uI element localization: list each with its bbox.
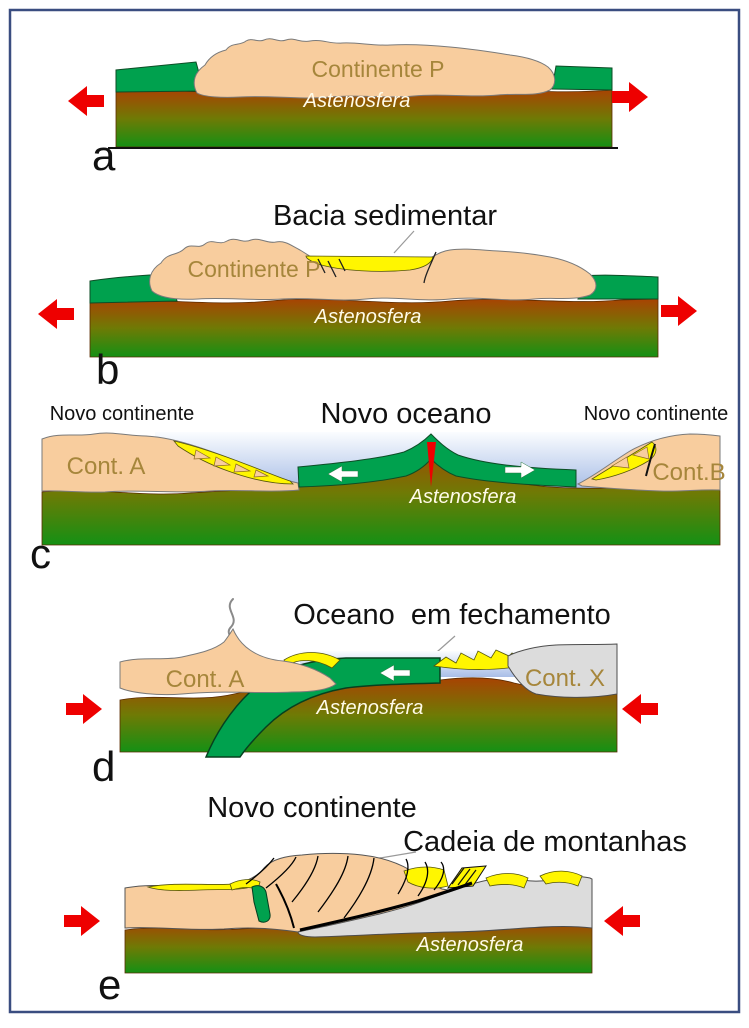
convergence-arrow-right-icon — [604, 906, 640, 936]
panel-c-asthenosphere-label: Astenosfera — [409, 486, 517, 508]
panel-a-letter: a — [92, 132, 116, 179]
panel-d-continent-x-region — [507, 643, 618, 698]
convergence-arrow-right-icon — [622, 694, 658, 724]
convergence-arrow-left-icon — [66, 694, 102, 724]
panel-c-title: Novo oceano — [321, 398, 492, 430]
panel-c-oceanic-crust-ridge — [297, 433, 577, 488]
panel-e-asthenosphere-label: Astenosfera — [416, 934, 524, 956]
panel-e-sediment-slope — [403, 866, 449, 889]
panel-c-caption-left: Novo continente — [50, 403, 195, 425]
panel-e-main-thrust-line — [299, 881, 473, 932]
panel-d-letter: d — [92, 743, 115, 790]
panel-c-continent-a-label: Cont. A — [67, 453, 146, 480]
panel-d-continent-a-label: Cont. A — [166, 666, 245, 693]
panel-b-sedimentary-basin — [305, 255, 434, 272]
panel-e-sediment-gray-2 — [539, 870, 583, 887]
panel-b: Bacia sedimentar Continente P Astenosfer… — [38, 200, 697, 393]
panel-a-continent-label: Continente P — [312, 56, 445, 82]
divergence-arrow-right-icon — [612, 82, 648, 112]
panel-c: Novo continente Novo oceano Novo contine… — [30, 398, 728, 577]
panel-e-fold-lines — [245, 855, 445, 919]
panel-b-asthenosphere-region — [89, 298, 659, 358]
panel-a-continent-region — [193, 38, 556, 99]
panel-d-asthenosphere-label: Astenosfera — [316, 697, 424, 719]
panel-e: Novo continente Cadeia de montanhas Aste… — [64, 792, 687, 1008]
panel-b-asthenosphere-label: Astenosfera — [314, 306, 422, 328]
panel-b-fault-lines — [317, 251, 437, 284]
panel-b-title: Bacia sedimentar — [273, 200, 497, 232]
panel-a-oceanic-crust-left — [115, 61, 205, 93]
panel-c-fault-line — [645, 443, 656, 477]
panel-c-letter: c — [30, 530, 51, 577]
panel-b-continent-label: Continente P — [188, 256, 321, 282]
panel-d-continent-x-label: Cont. X — [525, 665, 605, 692]
panel-a-oceanic-crust-right — [551, 65, 613, 91]
panel-e-ophiolite-sliver — [251, 885, 271, 923]
panel-d-continent-a-region — [119, 627, 337, 696]
convergence-arrow-left-icon — [64, 906, 100, 936]
divergence-arrow-left-icon — [68, 86, 104, 116]
figure-frame — [8, 8, 741, 1014]
panel-b-letter: b — [96, 346, 119, 393]
panel-d-title: Oceano em fechamento — [293, 599, 611, 631]
divergence-arrow-left-icon — [38, 299, 74, 329]
panel-e-backthrust-line — [275, 883, 295, 929]
divergence-arrow-right-icon — [661, 296, 697, 326]
panel-c-sediment-sawtooth-right — [610, 446, 650, 469]
panel-e-letter: e — [98, 961, 121, 1008]
panel-e-sediment-gray-1 — [485, 873, 529, 889]
panel-b-pointer-line — [393, 230, 415, 254]
panel-d-trench-sediment — [283, 652, 341, 669]
panel-c-ridge-dike — [427, 442, 436, 487]
panel-c-caption-right: Novo continente — [584, 403, 729, 425]
panel-c-continent-b-label: Cont.B — [652, 459, 725, 486]
panel-e-sediment-left — [146, 882, 256, 891]
panel-e-title: Novo continente — [207, 792, 417, 824]
panel-e-subtitle: Cadeia de montanhas — [403, 826, 687, 858]
panel-c-sediment-sawtooth-left — [193, 449, 270, 478]
panel-a-asthenosphere-label: Astenosfera — [303, 90, 411, 112]
panel-d: Oceano em fechamento Cont. A Cont. X Ast… — [66, 598, 658, 790]
panel-a: Continente P Astenosfera a — [68, 38, 648, 179]
